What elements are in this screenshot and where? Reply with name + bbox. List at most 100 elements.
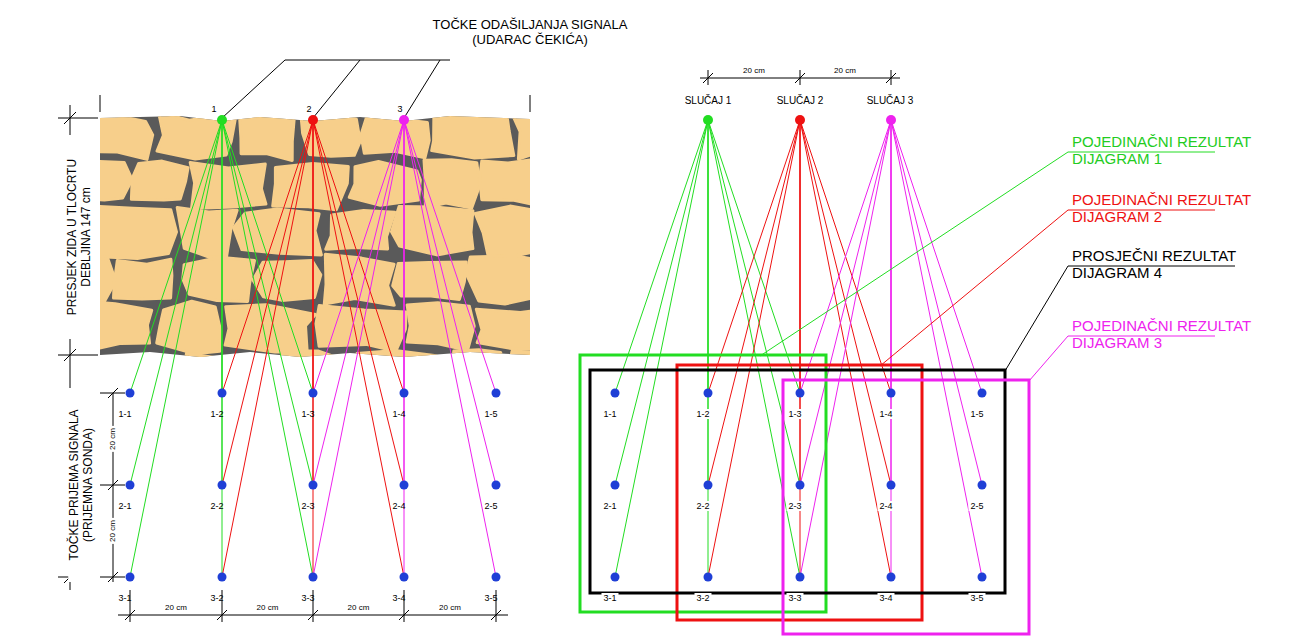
signal-ray	[222, 120, 313, 393]
signal-ray	[222, 120, 313, 577]
signal-ray	[404, 120, 496, 577]
receiver-point	[887, 481, 896, 490]
stone	[253, 260, 321, 300]
point-label: 2-4	[392, 501, 405, 511]
point-label: 1-2	[210, 409, 223, 419]
point-label: 1-4	[392, 409, 405, 419]
signal-ray	[800, 120, 891, 393]
signal-ray	[891, 120, 982, 485]
point-label: 1-4	[877, 409, 894, 419]
receiver-point	[704, 481, 713, 490]
callout-leaders	[760, 152, 1235, 381]
receiver-point	[492, 481, 501, 490]
receiver-point	[309, 573, 318, 582]
signal-ray	[708, 120, 800, 485]
receiver-point	[492, 573, 501, 582]
point-label: 1-2	[694, 409, 711, 419]
point-label: 3-1	[118, 593, 131, 603]
stone	[424, 160, 480, 208]
point-label: 3-2	[210, 593, 223, 603]
stone	[279, 351, 354, 400]
case-label: SLUČAJ 3	[867, 95, 914, 107]
receiver-point	[978, 573, 987, 582]
signal-ray	[800, 120, 891, 485]
stone	[475, 206, 552, 257]
receiver-point	[218, 573, 227, 582]
leader-lines	[222, 60, 450, 118]
point-label: 3-1	[601, 593, 618, 603]
signal-ray	[130, 120, 222, 577]
receiver-point	[126, 481, 135, 490]
signal-ray	[313, 120, 404, 393]
dimension-text: 20 cm	[832, 66, 858, 75]
signal-ray	[222, 120, 313, 485]
callout-title: TOČKE ODAŠILJANJA SIGNALA (UDARAC ČEKIĆA…	[405, 18, 655, 48]
dimension-text: 20 cm	[255, 603, 281, 612]
receiver-point	[126, 573, 135, 582]
receiver-point	[309, 389, 318, 398]
stone	[511, 112, 578, 159]
stone	[157, 301, 221, 354]
dimension-text: 20 cm	[163, 603, 189, 612]
stone	[183, 353, 277, 399]
receiver-point	[309, 481, 318, 490]
receiver-point	[796, 481, 805, 490]
dimension-text: 20 cm	[108, 518, 117, 544]
callout-text: POJEDINAČNI REZULTAT DIJAGRAM 3	[1072, 317, 1292, 352]
point-label: 2-4	[877, 501, 894, 511]
point-label: 3-4	[877, 593, 894, 603]
receiver-point	[400, 481, 409, 490]
case-label: SLUČAJ 1	[685, 95, 732, 107]
dimension-text: 20 cm	[346, 603, 372, 612]
point-label: 3-5	[484, 593, 497, 603]
stone	[476, 309, 555, 349]
point-label: 3-2	[694, 593, 711, 603]
point-label: 3-4	[392, 593, 405, 603]
source-point	[399, 115, 409, 125]
signal-ray	[313, 120, 404, 485]
receiver-point	[796, 573, 805, 582]
stone	[84, 357, 178, 401]
point-label: 1-5	[968, 409, 985, 419]
point-label: 2-5	[968, 501, 985, 511]
point-label: 2-1	[118, 501, 131, 511]
stone	[93, 206, 177, 258]
point-label: 1-3	[786, 409, 803, 419]
callout-text: POJEDINAČNI REZULTAT DIJAGRAM 2	[1072, 191, 1292, 226]
point-label: 1-5	[484, 409, 497, 419]
point-label: 3-5	[968, 593, 985, 603]
receiver-point	[126, 389, 135, 398]
stone	[407, 303, 474, 350]
signal-ray	[708, 120, 800, 485]
source-point	[886, 115, 896, 125]
signal-ray	[800, 120, 891, 485]
case-label: SLUČAJ 2	[777, 95, 824, 107]
receiver-point	[611, 481, 620, 490]
receiver-point	[704, 389, 713, 398]
dimension-lines	[58, 70, 900, 622]
source-number: 2	[306, 104, 311, 114]
dimension-text: 20 cm	[108, 426, 117, 452]
callout-text: PROSJEČNI REZULTAT DIJAGRAM 4	[1072, 247, 1292, 282]
dimension-text: 20 cm	[741, 66, 767, 75]
signal-ray	[891, 120, 982, 393]
signal-ray	[130, 120, 222, 393]
callout-text: POJEDINAČNI REZULTAT DIJAGRAM 1	[1072, 133, 1292, 168]
source-point	[217, 115, 227, 125]
signal-ray	[708, 120, 800, 393]
source-point	[795, 115, 805, 125]
source-number: 1	[211, 104, 216, 114]
signal-ray	[222, 120, 313, 577]
source-point	[308, 115, 318, 125]
receiver-point	[400, 389, 409, 398]
source-number: 3	[397, 104, 402, 114]
receiver-point	[978, 481, 987, 490]
stone	[507, 351, 599, 396]
stone	[361, 112, 429, 158]
receiver-point	[978, 389, 987, 398]
signal-ray	[800, 120, 891, 393]
diagram-frames	[580, 355, 1029, 634]
signal-ray	[222, 120, 313, 393]
signal-ray	[404, 120, 496, 393]
